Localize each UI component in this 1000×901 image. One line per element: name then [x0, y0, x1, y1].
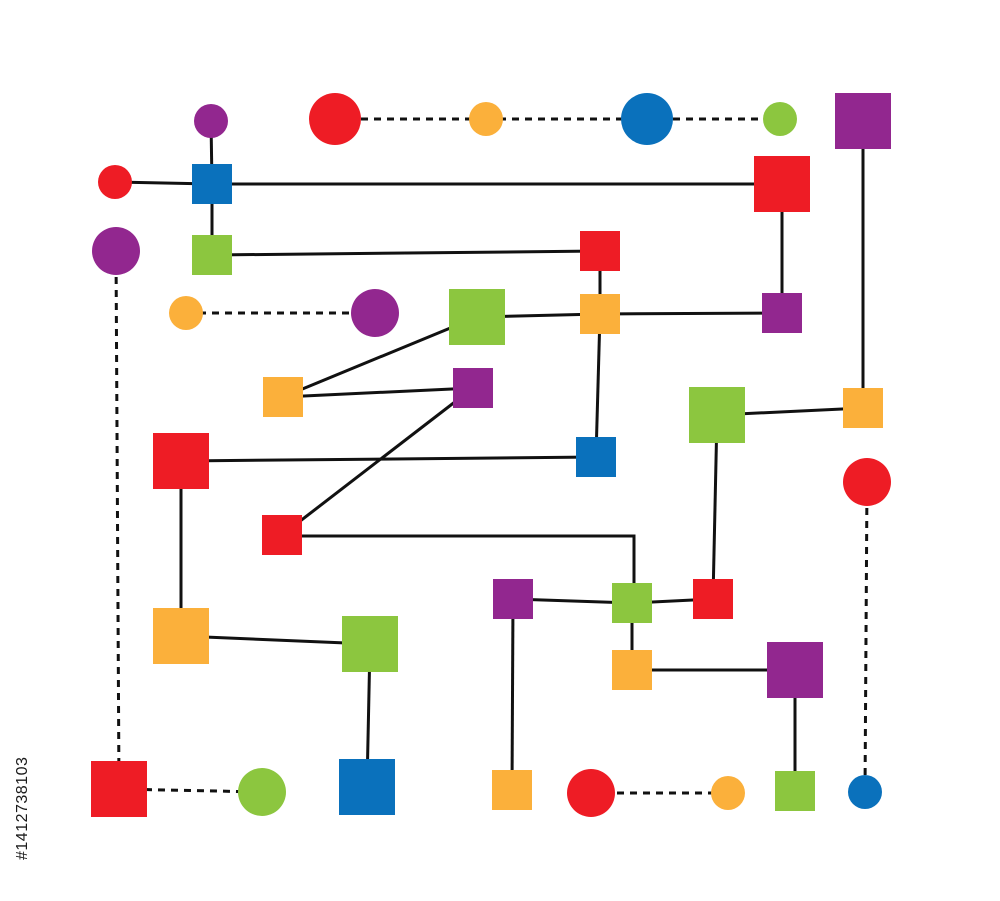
edge-solid-n18-n25 [281, 386, 474, 537]
red-circle-node-n2 [309, 93, 361, 145]
orange-square-node-n29 [153, 608, 209, 664]
edge-solid-n26-n36 [510, 598, 515, 791]
blue-circle-node-n4 [621, 93, 673, 145]
green-circle-node-n5 [763, 102, 797, 136]
red-circle-node-n24 [843, 458, 891, 506]
purple-square-node-n18 [453, 368, 493, 408]
orange-circle-node-n38 [711, 776, 745, 810]
edge-solid-n25-n27 [280, 534, 636, 603]
blue-square-node-n8 [192, 164, 232, 204]
red-circle-node-n7 [98, 165, 132, 199]
purple-square-node-n26 [493, 579, 533, 619]
red-circle-node-n37 [567, 769, 615, 817]
edge-solid-n18-n19 [282, 386, 474, 399]
orange-square-node-n16 [580, 294, 620, 334]
purple-circle-node-n10 [92, 227, 140, 275]
red-square-node-n22 [153, 433, 209, 489]
purple-square-node-n17 [762, 293, 802, 333]
purple-circle-node-n14 [351, 289, 399, 337]
orange-square-node-n36 [492, 770, 532, 810]
red-square-node-n33 [91, 761, 147, 817]
edge-solid-n16-n17 [599, 311, 783, 316]
nodes-layer [91, 93, 891, 817]
green-circle-node-n34 [238, 768, 286, 816]
red-square-node-n28 [693, 579, 733, 619]
edge-dashed-n24-n40 [863, 481, 869, 793]
orange-circle-node-n13 [169, 296, 203, 330]
red-square-node-n9 [754, 156, 810, 212]
stock-image-id: #1412738103 [14, 756, 31, 860]
edge-solid-n20-n28 [711, 414, 719, 600]
blue-circle-node-n40 [848, 775, 882, 809]
blue-square-node-n35 [339, 759, 395, 815]
green-square-node-n30 [342, 616, 398, 672]
purple-square-node-n32 [767, 642, 823, 698]
green-square-node-n39 [775, 771, 815, 811]
green-square-node-n27 [612, 583, 652, 623]
orange-circle-node-n3 [469, 102, 503, 136]
edge-dashed-n10-n33 [114, 250, 121, 790]
green-square-node-n15 [449, 289, 505, 345]
red-square-node-n12 [580, 231, 620, 271]
purple-circle-node-n1 [194, 104, 228, 138]
orange-square-node-n31 [612, 650, 652, 690]
blue-square-node-n23 [576, 437, 616, 477]
edge-solid-n15-n19 [282, 315, 478, 399]
edge-solid-n29-n30 [180, 634, 371, 646]
orange-square-node-n19 [263, 377, 303, 417]
edge-solid-n22-n23 [180, 455, 597, 463]
edge-solid-n16-n23 [594, 313, 602, 458]
red-square-node-n25 [262, 515, 302, 555]
green-square-node-n20 [689, 387, 745, 443]
edge-solid-n11-n12 [211, 249, 601, 257]
orange-square-node-n21 [843, 388, 883, 428]
purple-square-node-n6 [835, 93, 891, 149]
edges-layer [114, 117, 869, 795]
green-square-node-n11 [192, 235, 232, 275]
